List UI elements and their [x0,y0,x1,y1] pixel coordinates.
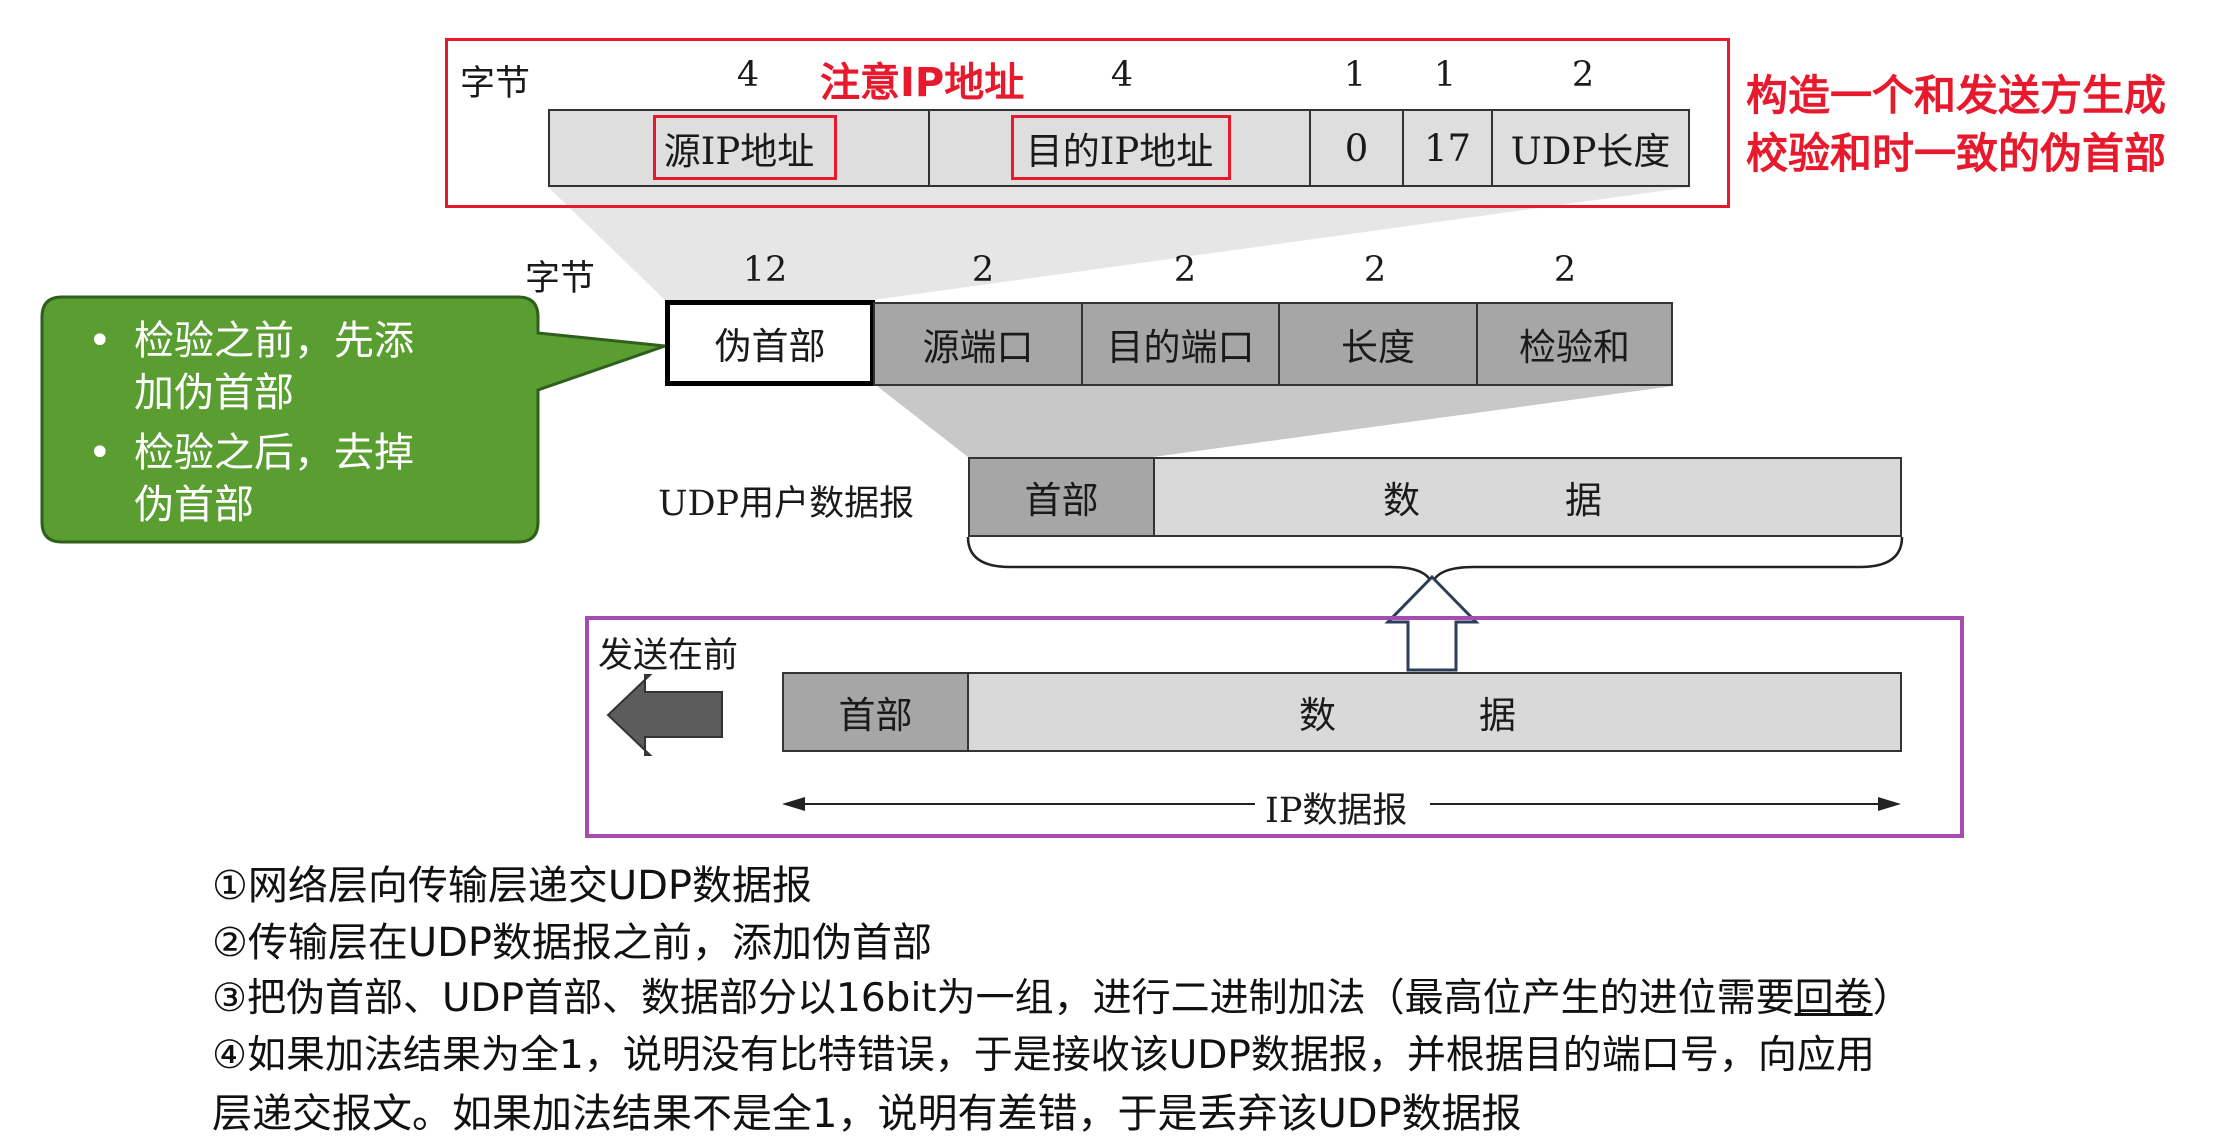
ip-datagram-title: 发送在前 [598,636,739,676]
step-4-continued: 层递交报文。如果加法结果不是全1，说明有差错，于是丢弃该UDP数据报 [212,1091,1522,1137]
udp-datagram-label: UDP用户数据报 [658,484,915,524]
dim-arrow-left-icon [782,797,805,811]
udp-header-projection [877,386,1673,457]
dst-ip-highlight [1011,115,1231,180]
pseudo-field-zero: 0 [1309,109,1404,187]
pseudo-size-zero: 1 [1343,55,1367,95]
udp-size-src-port: 2 [971,250,995,290]
send-left-arrow-icon [606,674,723,756]
pseudo-field-src-ip: 源IP地址 [548,109,930,187]
callout-item-2: • 检验之后，去掉 伪首部 [88,427,414,531]
pseudo-size-length: 2 [1571,55,1595,95]
pseudo-header-annotation-line2: 校验和时一致的伪首部 [1746,129,2167,178]
udp-size-dst-port: 2 [1173,250,1197,290]
ip-datagram-frame [585,616,1964,838]
pseudo-header-note: 注意IP地址 [820,60,1025,106]
step-2: ②传输层在UDP数据报之前，添加伪首部 [212,920,933,966]
pseudo-header-projection [548,187,1690,300]
pseudo-header-annotation-line1: 构造一个和发送方生成 [1746,71,2167,120]
pseudo-field-protocol: 17 [1402,109,1493,187]
udp-header-bytes-label: 字节 [525,259,596,299]
pseudo-size-src-ip: 4 [736,55,760,95]
up-arrow-icon [1384,574,1480,672]
udp-brace [966,536,1904,586]
udp-field-checksum: 检验和 [1476,302,1673,386]
udp-field-src-port: 源端口 [873,302,1083,386]
bullet-icon: • [88,318,112,364]
callout-bubble [40,295,666,544]
udp-size-length: 2 [1363,250,1387,290]
callout-item-1: • 检验之前，先添 加伪首部 [88,315,414,419]
bullet-icon: • [88,430,112,476]
udp-field-pseudo-header: 伪首部 [665,300,875,386]
ip-datagram-caption: IP数据报 [1265,791,1408,831]
pseudo-size-protocol: 1 [1433,55,1457,95]
udp-size-pseudo: 12 [742,250,788,290]
udp-size-checksum: 2 [1553,250,1577,290]
pseudo-header-frame [445,38,1730,208]
pseudo-field-dst-ip: 目的IP地址 [928,109,1311,187]
ip-datagram-header: 首部 [782,672,969,752]
pseudo-field-udp-length: UDP长度 [1491,109,1690,187]
pseudo-size-dst-ip: 4 [1110,55,1134,95]
ip-datagram-data: 数 据 [967,672,1902,752]
src-ip-highlight [653,115,837,180]
udp-datagram-header: 首部 [968,457,1155,537]
step-1: ①网络层向传输层递交UDP数据报 [212,863,813,909]
step-4: ④如果加法结果为全1，说明没有比特错误，于是接收该UDP数据报，并根据目的端口号… [212,1033,1875,1078]
pseudo-header-bytes-label: 字节 [460,64,531,104]
udp-datagram-data: 数 据 [1153,457,1902,537]
udp-field-dst-port: 目的端口 [1081,302,1280,386]
dim-arrow-right-icon [1878,797,1901,811]
step-3: ③把伪首部、UDP首部、数据部分以16bit为一组，进行二进制加法（最高位产生的… [212,976,1912,1021]
udp-field-length: 长度 [1278,302,1478,386]
